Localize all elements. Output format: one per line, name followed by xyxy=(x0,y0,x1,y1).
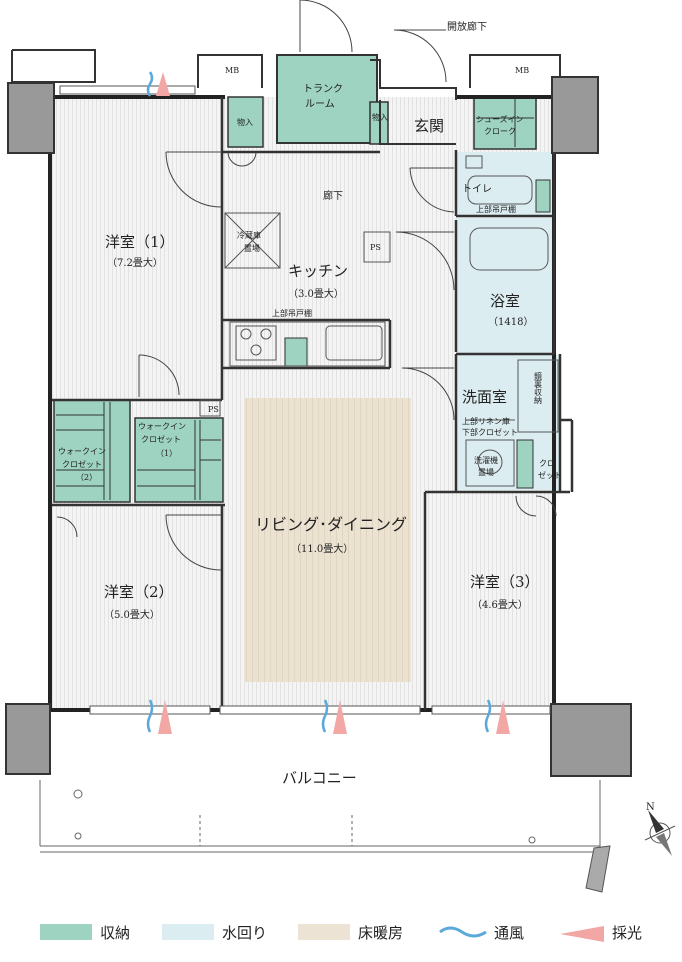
legend-label-ventilation: 通風 xyxy=(494,924,524,942)
living-size: （11.0畳大） xyxy=(291,542,353,555)
shoes-label-1: シューズイン xyxy=(476,114,524,124)
floor-heating-area xyxy=(244,398,411,682)
interior-walls xyxy=(52,97,574,710)
kitchen-size: （3.0畳大） xyxy=(288,287,344,300)
balcony-outline xyxy=(39,780,601,853)
bath-size: （1418） xyxy=(488,316,533,328)
wic2-label-2: クロゼット xyxy=(62,459,102,469)
corridor-label: 開放廊下 xyxy=(447,20,487,33)
hallway-label: 廊下 xyxy=(323,189,343,202)
living-name: リビング･ダイニング xyxy=(255,515,407,534)
legend: 収納 水回り 床暖房 通風 採光 xyxy=(40,924,642,942)
kitchen-cabinet-label: 上部吊戸棚 xyxy=(272,308,312,318)
legend-swatch-storage xyxy=(40,924,92,940)
wic1-label-1: ウォークイン xyxy=(138,422,186,431)
legend-swatch-heating xyxy=(298,924,350,940)
pillar-bottom-left xyxy=(5,703,51,775)
compass-north-label: N xyxy=(646,802,655,813)
washroom-closet-2: 下部クロゼット xyxy=(462,427,518,437)
washer-label-2: 置場 xyxy=(478,467,494,477)
balcony-outdoor-unit xyxy=(585,845,611,893)
washroom-closet-1: 上部リネン庫 xyxy=(462,416,510,426)
legend-swatch-ventilation xyxy=(439,926,487,938)
wic1-label-2: クロゼット xyxy=(141,434,181,444)
mb-right-label: MB xyxy=(515,66,529,75)
bath-name: 浴室 xyxy=(490,292,520,310)
wic1-area xyxy=(134,417,224,503)
fridge-label-1: 冷蔵庫 xyxy=(237,230,261,240)
closet-small-2: ゼット xyxy=(538,470,562,480)
stove-burners xyxy=(240,328,272,356)
entrance-label: 玄関 xyxy=(414,117,444,135)
toilet-label: トイレ xyxy=(462,184,492,195)
washroom-name: 洗面室 xyxy=(462,388,507,406)
ps-closet-label: PS xyxy=(208,405,219,414)
toilet-storage xyxy=(535,179,551,213)
fridge-label-2: 置場 xyxy=(244,243,260,253)
pillar-top-right xyxy=(551,76,599,154)
legend-swatch-light xyxy=(560,926,604,942)
ps-kitchen-label: PS xyxy=(370,243,381,252)
western1-name: 洋室（1） xyxy=(105,233,175,251)
storage-b-label: 物入 xyxy=(372,112,388,122)
trunk-label-2: ルーム xyxy=(305,98,335,110)
western2-size: （5.0畳大） xyxy=(104,608,160,621)
trunk-room xyxy=(276,54,378,144)
shoes-label-2: クローク xyxy=(484,127,516,136)
ventilation-light-marks xyxy=(146,71,510,734)
balcony-label: バルコニー xyxy=(282,769,357,787)
closet-small-1: クロ xyxy=(539,459,555,468)
storage-a xyxy=(227,96,264,148)
bath-area xyxy=(456,218,554,353)
wic2-label-3: （2） xyxy=(76,473,97,482)
compass: N xyxy=(644,802,676,856)
closet-small-area xyxy=(516,439,534,489)
trunk-label-1: トランク xyxy=(303,83,343,95)
storage-a-label: 物入 xyxy=(237,117,253,127)
legend-label-water: 水回り xyxy=(222,924,267,942)
washroom-area xyxy=(456,355,560,490)
kitchen-storage xyxy=(284,337,308,367)
wic1-label-3: （1） xyxy=(156,449,177,458)
door-arcs xyxy=(56,0,557,571)
legend-label-heating: 床暖房 xyxy=(358,924,403,942)
pillar-top-left xyxy=(7,82,55,154)
mirror-storage-label: 鏡裏収納 xyxy=(534,371,543,405)
western3-size: （4.6畳大） xyxy=(472,598,528,611)
top-structures xyxy=(11,49,561,145)
toilet-cabinet-label: 上部吊戸棚 xyxy=(476,204,516,214)
legend-swatch-water xyxy=(162,924,214,940)
western2-name: 洋室（2） xyxy=(104,583,174,601)
legend-label-light: 採光 xyxy=(612,924,642,942)
closet-shelves xyxy=(56,99,534,500)
wic2-label-1: ウォークイン xyxy=(58,447,106,456)
washer-label-1: 洗濯機 xyxy=(474,455,498,465)
mb-left-label: MB xyxy=(225,66,239,75)
kitchen-name: キッチン xyxy=(288,262,348,280)
legend-label-storage: 収納 xyxy=(100,924,130,942)
western3-name: 洋室（3） xyxy=(470,573,540,591)
western1-size: （7.2畳大） xyxy=(107,256,163,269)
thin-lines xyxy=(199,155,559,487)
pillar-bottom-right xyxy=(550,703,632,777)
